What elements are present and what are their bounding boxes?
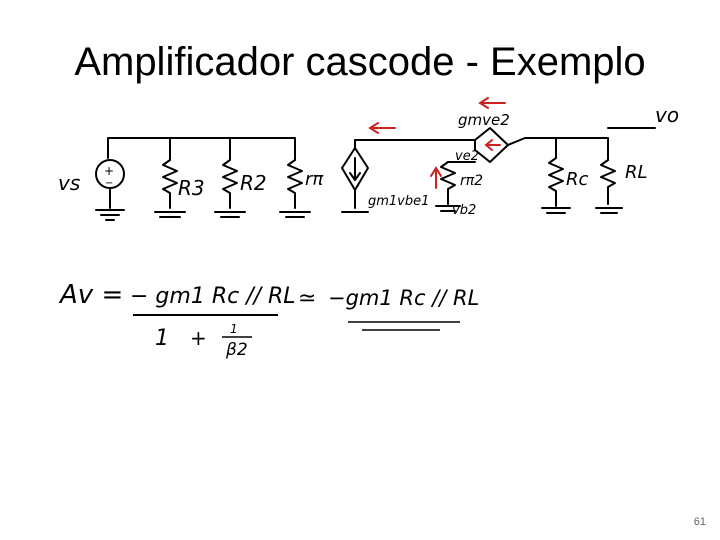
label-rpi2: rπ2 [460,173,483,189]
ground-icon [154,211,186,218]
label-rl: RL [625,162,648,183]
equation-frac-top: 1 [230,322,238,336]
ground-icon [279,211,311,218]
ground-icon [595,207,623,214]
label-rc: Rc [566,169,589,190]
equation-frac-bottom: β2 [225,340,248,360]
page-number: 61 [693,516,706,528]
equation-lhs: Av = [58,280,123,310]
arrow-up-icon [430,166,442,189]
label-vo: vo [655,103,679,127]
label-gm-ve2: gmve2 [458,111,510,129]
arrow-left-icon [484,139,501,151]
label-ve2: ve2 [455,149,479,164]
label-vb2: vb2 [452,203,476,218]
plus-icon: + [104,164,114,178]
ground-icon [435,205,461,212]
current-arrows [368,97,506,189]
resistor-rl-icon [600,159,616,205]
label-vs: vs [58,171,80,195]
resistor-rpi-icon [287,159,303,209]
gain-equation: Av = − gm1 Rc // RL 1 + 1 β2 ≃ −gm1 Rc /… [58,280,479,360]
ground-icon [541,207,571,214]
resistor-r2-icon [222,137,238,209]
label-r3: R3 [178,176,205,200]
page-title: Amplificador cascode - Exemplo [74,40,646,84]
top-wire-right [354,127,609,163]
equation-approx-rhs: −gm1 Rc // RL [328,286,479,310]
equation-approx: ≃ [298,286,316,311]
arrow-left-icon [368,122,396,134]
top-wire-left [107,137,296,161]
label-r2: R2 [240,171,267,195]
resistor-r3-icon [162,137,178,209]
equation-plus: + [190,326,207,350]
minus-icon: − [105,178,113,189]
equation-numerator: − gm1 Rc // RL [130,284,296,309]
resistor-rpi2-icon [440,161,456,205]
label-gm-vbe1: gm1vbe1 [368,194,429,209]
label-rpi: rπ [305,169,324,190]
ground-icon [95,209,125,221]
arrow-left-icon [478,97,506,109]
ground-icon [214,211,246,218]
resistor-rc-icon [548,137,564,207]
equation-denominator-one: 1 [155,326,169,351]
